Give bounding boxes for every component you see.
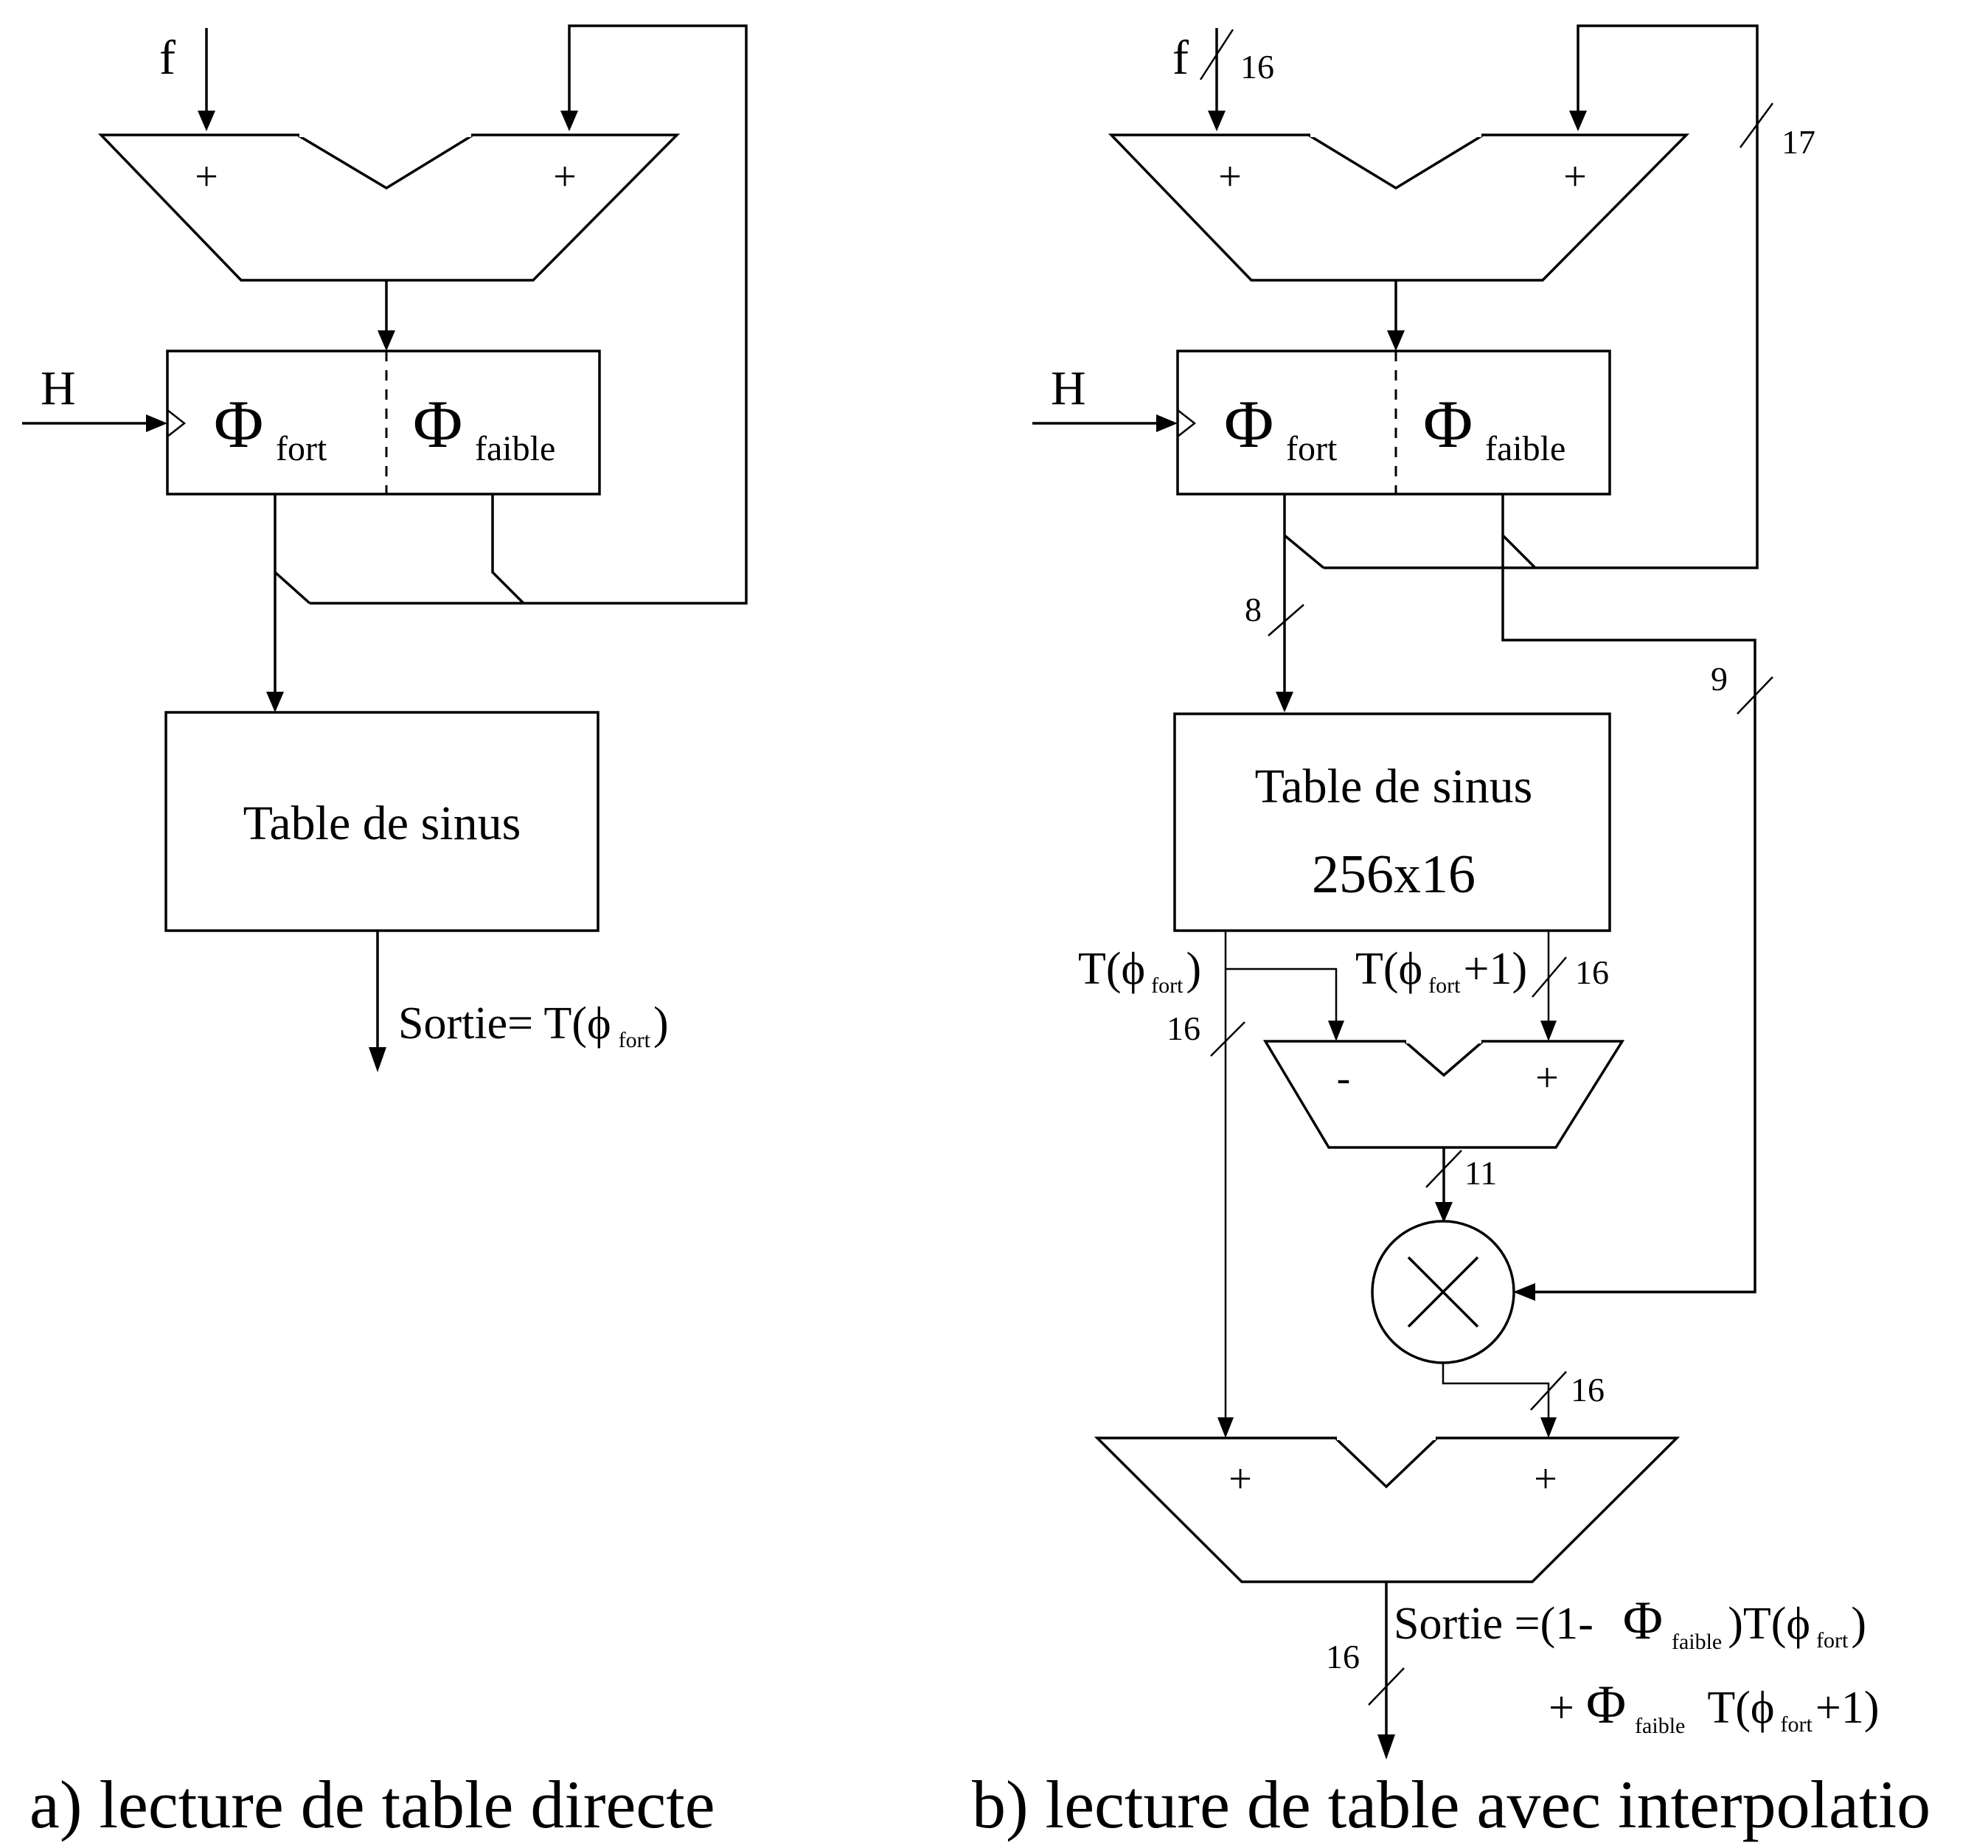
a-output-arrow — [369, 1047, 386, 1072]
b-final-sign-left: + — [1228, 1456, 1252, 1502]
b-table-label: Table de sinus — [1255, 760, 1533, 813]
a-phi-high-symbol: Φ — [214, 386, 263, 462]
b-bus-t-right: 16 — [1575, 953, 1609, 991]
b-bus-tick-low — [1737, 676, 1773, 715]
b-input-f-label: f — [1172, 31, 1189, 85]
a-phi-high-label: fort — [276, 429, 327, 468]
b-bus-mult: 16 — [1571, 1371, 1605, 1408]
diagram-b: f 16 + + 17 H Φ fort Φ faible — [972, 24, 1930, 1842]
b-bus-t-left: 16 — [1167, 1010, 1200, 1047]
b-phi-high-symbol: Φ — [1224, 386, 1273, 462]
b-adder-sign-right: + — [1563, 154, 1587, 200]
b-bus-out: 16 — [1326, 1638, 1360, 1675]
b-mult-out-line — [1442, 1363, 1550, 1435]
b-bus-tick-f — [1199, 29, 1234, 80]
a-high-branch — [274, 571, 311, 605]
b-bus-low: 9 — [1711, 660, 1728, 698]
a-adder-sign-left: + — [195, 154, 218, 200]
b-phi-low-symbol: Φ — [1423, 386, 1473, 462]
a-feedback-line — [310, 24, 748, 605]
b-bus-tick-t-left — [1210, 1021, 1245, 1057]
a-clock-edge — [167, 409, 187, 437]
a-low-branch — [491, 494, 525, 605]
b-bus-feedback: 17 — [1782, 123, 1815, 161]
b-adder-body — [1108, 133, 1690, 282]
b-adder-notch — [1309, 134, 1483, 190]
b-table-size: 256x16 — [1312, 844, 1476, 905]
a-clock-label: H — [41, 361, 76, 415]
b-bus-tick-feedback — [1739, 103, 1774, 148]
b-t-left-to-sub — [1226, 968, 1338, 1038]
b-multiplier-x2 — [1407, 1256, 1479, 1328]
b-clock-label: H — [1051, 361, 1086, 415]
b-bus-diff: 11 — [1464, 1154, 1497, 1192]
b-bus-tick-mult — [1530, 1371, 1567, 1411]
a-phase-register — [166, 350, 601, 496]
a-phi-low-label: faible — [475, 429, 555, 468]
b-phase-register — [1176, 350, 1611, 496]
b-subtractor-notch — [1404, 1041, 1484, 1077]
a-phi-low-symbol: Φ — [413, 386, 462, 462]
b-bus-tick-out — [1368, 1667, 1405, 1706]
b-caption: b) lecture de table avec interpolatio — [972, 1767, 1930, 1842]
b-output-arrow — [1377, 1734, 1395, 1760]
b-sine-table — [1173, 712, 1611, 932]
b-subtractor-body — [1262, 1040, 1625, 1149]
b-final-adder-notch — [1335, 1437, 1438, 1489]
b-final-adder-body — [1094, 1437, 1681, 1583]
b-low-phase-line — [1501, 535, 1756, 1293]
b-phi-low-label: faible — [1485, 429, 1565, 468]
b-sub-sign-left: - — [1337, 1055, 1351, 1101]
b-phi-high-label: fort — [1286, 429, 1338, 468]
b-bus-tick-diff — [1425, 1150, 1462, 1188]
a-caption: a) lecture de table directe — [29, 1767, 715, 1842]
b-bus-tick-t-right — [1532, 956, 1567, 998]
b-bus-addr: 8 — [1245, 591, 1262, 628]
a-feedback-arrow — [560, 111, 578, 131]
a-adder-notch — [298, 134, 473, 190]
b-adder-sign-left: + — [1218, 154, 1242, 200]
a-adder-body — [97, 133, 681, 282]
a-input-f-arrow — [198, 111, 215, 131]
b-clock-edge — [1177, 409, 1197, 437]
b-bus-tick-addr — [1268, 604, 1304, 636]
a-table-label: Table de sinus — [243, 796, 521, 850]
a-sine-table — [164, 711, 599, 932]
b-bus-f: 16 — [1240, 48, 1274, 86]
a-adder-sign-right: + — [553, 154, 577, 200]
a-input-f-label: f — [159, 31, 175, 85]
b-sub-sign-right: + — [1535, 1055, 1559, 1101]
diagram-a: f + + H Φ fort Φ faible Table de sinu — [22, 24, 748, 1842]
b-final-sign-right: + — [1534, 1456, 1557, 1502]
b-feedback-line — [1324, 24, 1759, 569]
